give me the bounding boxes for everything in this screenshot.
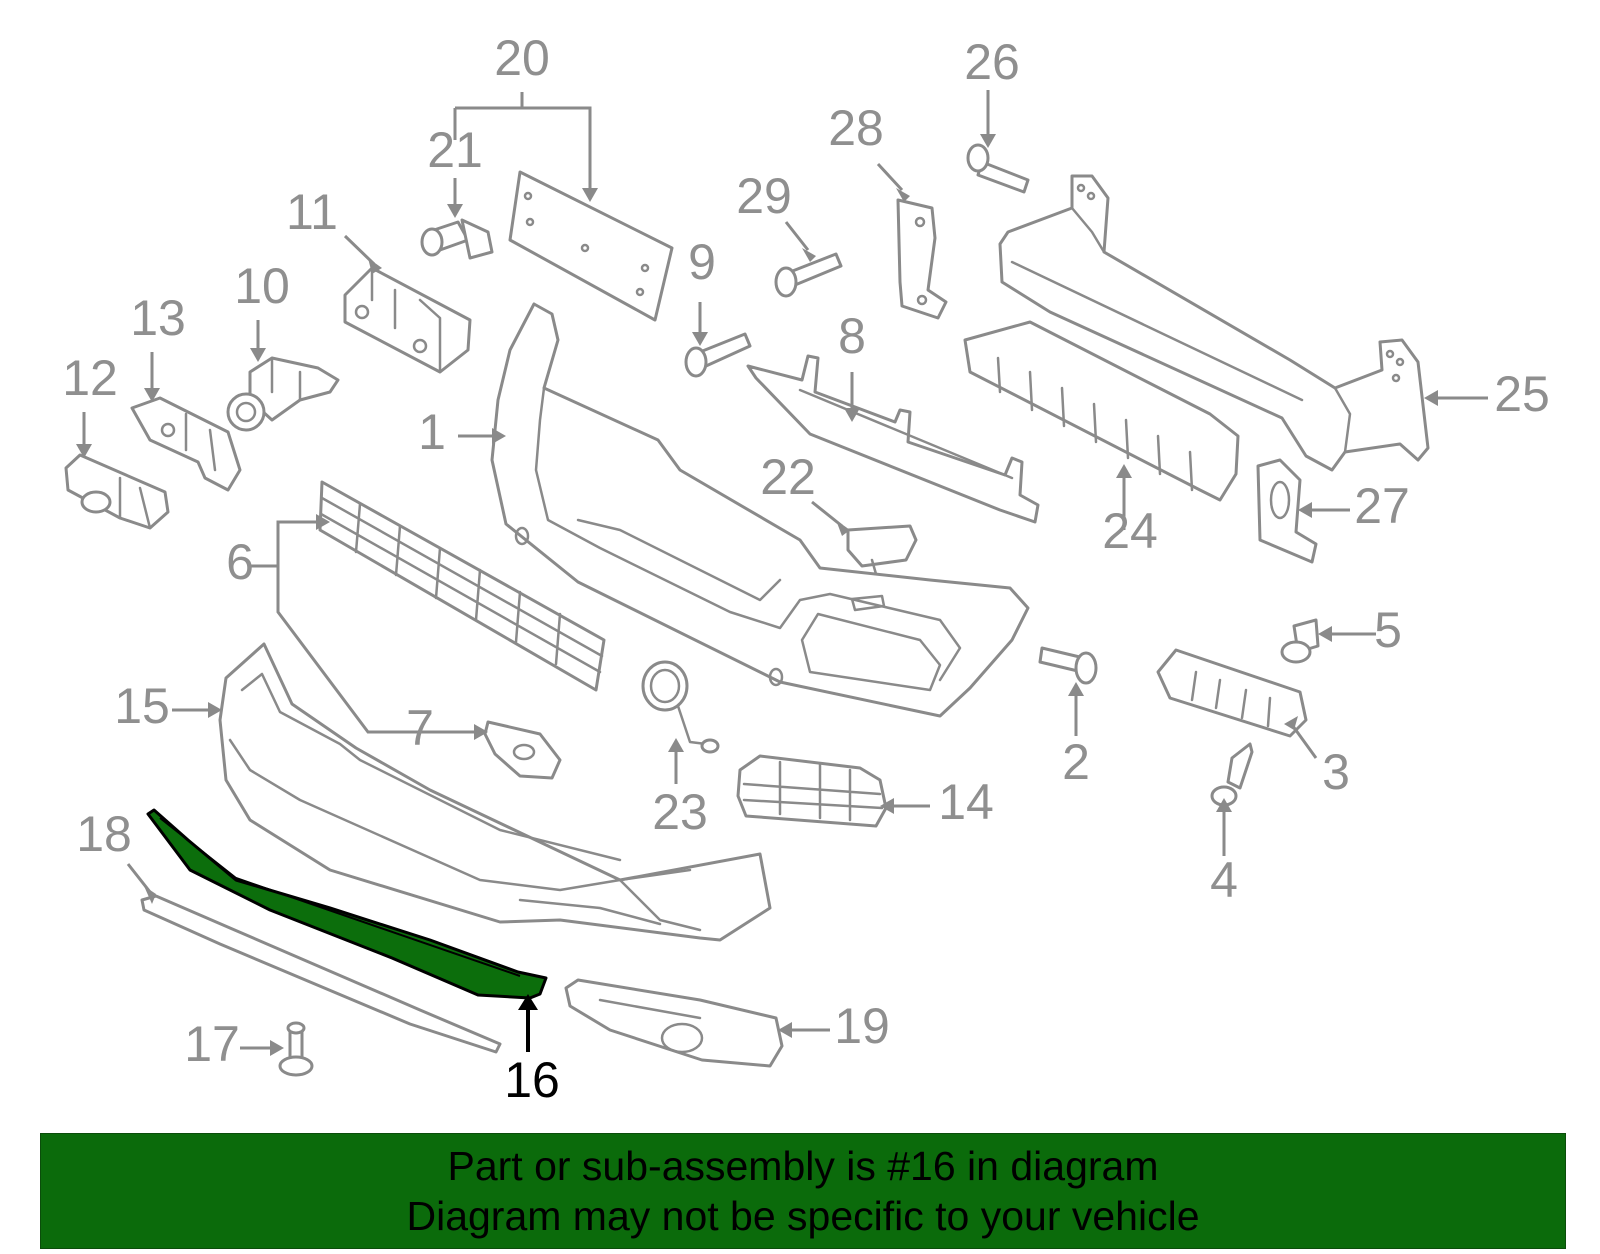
callout-10: 10 xyxy=(234,258,290,314)
part-5-nut xyxy=(1280,618,1320,664)
leader-lines xyxy=(82,90,1488,1052)
part-13-sensor-holder xyxy=(130,396,242,492)
part-26-bolt xyxy=(966,143,1030,194)
part-7-cap xyxy=(483,720,562,780)
part-2-bolt xyxy=(1038,646,1098,685)
callout-23: 23 xyxy=(652,784,708,840)
callout-8: 8 xyxy=(838,308,866,364)
part-11-bracket xyxy=(343,266,472,374)
banner-line-1: Part or sub-assembly is #16 in diagram xyxy=(447,1143,1159,1189)
callout-17: 17 xyxy=(184,1016,240,1072)
callout-27: 27 xyxy=(1354,478,1410,534)
arrowheads xyxy=(76,134,1438,1056)
part-16-lip-spoiler xyxy=(146,808,548,1000)
callout-numbers: 20 21 11 10 13 12 9 29 26 28 8 25 24 27 … xyxy=(62,30,1550,1108)
part-29-bolt xyxy=(774,252,843,298)
callout-26: 26 xyxy=(964,34,1020,90)
callout-20: 20 xyxy=(494,30,550,86)
part-23-ring xyxy=(641,660,720,754)
callout-14: 14 xyxy=(938,774,994,830)
callout-11: 11 xyxy=(286,184,338,240)
part-24-absorber xyxy=(963,320,1240,502)
part-25-reinforcement-bar xyxy=(998,174,1430,472)
callout-7: 7 xyxy=(406,700,434,756)
part-27-bracket xyxy=(1256,458,1318,564)
callout-21: 21 xyxy=(427,122,483,178)
part-17-bolt xyxy=(278,1021,314,1077)
part-3-guide xyxy=(1156,648,1308,738)
banner-line-2: Diagram may not be specific to your vehi… xyxy=(406,1193,1200,1239)
callout-19: 19 xyxy=(834,998,890,1054)
callout-6: 6 xyxy=(226,534,254,590)
part-19-fog-trim xyxy=(564,978,784,1068)
callout-5: 5 xyxy=(1374,602,1402,658)
part-15-lower-carrier xyxy=(218,642,772,942)
part-28-bracket xyxy=(896,198,948,320)
callout-18: 18 xyxy=(76,806,132,862)
part-8-upper-carrier xyxy=(746,354,1040,524)
callout-29: 29 xyxy=(736,168,792,224)
callout-16: 16 xyxy=(504,1052,560,1108)
part-12-sensor xyxy=(64,453,170,530)
callout-25: 25 xyxy=(1494,366,1550,422)
part-4-screw xyxy=(1210,742,1254,807)
callout-28: 28 xyxy=(828,100,884,156)
part-18-trim-strip xyxy=(140,894,502,1054)
part-20-license-plate-bracket xyxy=(508,170,674,322)
part-1-bumper-cover xyxy=(490,302,1030,718)
callout-3: 3 xyxy=(1322,744,1350,800)
callout-4: 4 xyxy=(1210,852,1238,908)
part-21-clip xyxy=(420,218,494,260)
callout-24: 24 xyxy=(1102,503,1158,559)
part-6-grille xyxy=(318,480,606,692)
callout-9: 9 xyxy=(688,234,716,290)
callout-12: 12 xyxy=(62,350,118,406)
info-banner: Part or sub-assembly is #16 in diagram D… xyxy=(40,1133,1566,1249)
part-10-camera xyxy=(226,356,340,432)
part-14-side-grille xyxy=(736,754,888,828)
callout-13: 13 xyxy=(130,290,186,346)
callout-2: 2 xyxy=(1062,734,1090,790)
part-9-bolt xyxy=(684,332,752,378)
part-22-tow-cap xyxy=(846,524,918,576)
callout-1: 1 xyxy=(418,404,446,460)
callout-15: 15 xyxy=(114,678,170,734)
callout-22: 22 xyxy=(760,449,816,505)
